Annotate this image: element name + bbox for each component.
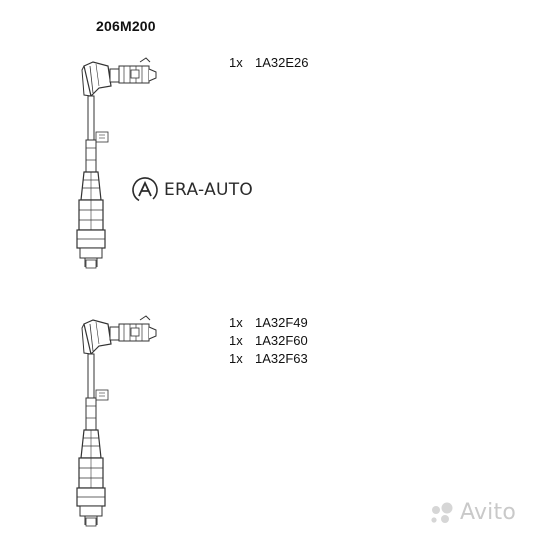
era-auto-logo-icon	[132, 177, 158, 203]
part-qty: 1x	[229, 55, 243, 70]
era-auto-watermark: ERA-AUTO	[131, 176, 253, 204]
kit-number: 206M200	[96, 18, 156, 34]
ignition-lead-1	[76, 57, 157, 269]
avito-logo-icon	[431, 502, 453, 523]
part-row: 1x 1A32F49	[229, 314, 308, 332]
part-code: 1A32F49	[255, 315, 308, 330]
part-qty: 1x	[229, 351, 243, 366]
era-auto-text: ERA-AUTO	[164, 180, 254, 200]
part-code: 1A32F63	[255, 351, 308, 366]
part-qty: 1x	[229, 315, 243, 330]
part-list-1: 1x 1A32E26	[229, 54, 309, 72]
part-qty: 1x	[229, 333, 243, 348]
part-row: 1x 1A32E26	[229, 54, 309, 72]
part-row: 1x 1A32F60	[229, 332, 308, 350]
avito-watermark: Avito	[428, 500, 516, 525]
part-code: 1A32E26	[255, 55, 309, 70]
ignition-lead-2	[76, 315, 157, 527]
part-code: 1A32F60	[255, 333, 308, 348]
avito-text: Avito	[460, 500, 516, 525]
part-list-2: 1x 1A32F49 1x 1A32F60 1x 1A32F63	[229, 314, 308, 368]
part-row: 1x 1A32F63	[229, 350, 308, 368]
